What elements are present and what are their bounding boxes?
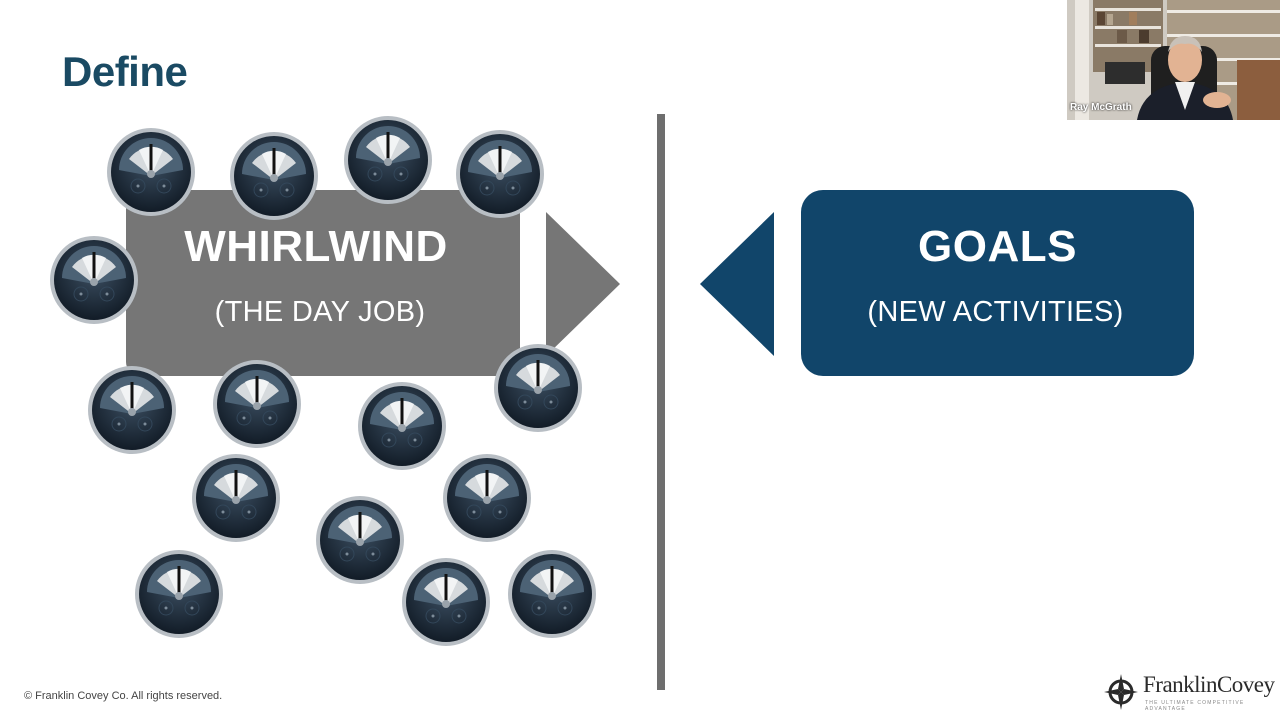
stopwatch-gauge-icon: [492, 342, 584, 434]
stopwatch-gauge-icon: [228, 130, 320, 222]
participant-video-tile[interactable]: Ray McGrath: [1067, 0, 1280, 120]
stopwatch-gauge-icon: [105, 126, 197, 218]
goals-arrow-left: [700, 212, 774, 356]
stopwatch-gauge-icon: [356, 380, 448, 472]
stopwatch-gauge-icon: [86, 364, 178, 456]
stopwatch-gauge-icon: [441, 452, 533, 544]
stopwatch-gauge-icon: [190, 452, 282, 544]
slide-title: Define: [62, 48, 188, 95]
stopwatch-gauge-icon: [314, 494, 406, 586]
stopwatch-gauge-icon: [400, 556, 492, 648]
stopwatch-gauge-icon: [506, 548, 598, 640]
goals-title: GOALS: [918, 222, 1077, 271]
center-divider: [657, 114, 665, 690]
franklincovey-logo: FranklinCovey THE ULTIMATE COMPETITIVE A…: [1103, 668, 1275, 714]
whirlwind-box: WHIRLWIND (THE DAY JOB): [126, 190, 520, 376]
whirlwind-arrow-right: [546, 212, 620, 356]
logo-tagline: THE ULTIMATE COMPETITIVE ADVANTAGE: [1145, 700, 1245, 712]
stopwatch-gauge-icon: [133, 548, 225, 640]
webcam-feed: [1067, 0, 1280, 120]
whirlwind-title: WHIRLWIND: [184, 222, 448, 271]
stopwatch-gauge-icon: [342, 114, 434, 206]
whirlwind-subtitle: (THE DAY JOB): [214, 296, 426, 328]
logo-wordmark: FranklinCovey: [1143, 672, 1275, 697]
copyright-footer: © Franklin Covey Co. All rights reserved…: [24, 690, 223, 702]
goals-box: GOALS (NEW ACTIVITIES): [801, 190, 1194, 376]
compass-icon: [1104, 674, 1138, 710]
participant-name: Ray McGrath: [1070, 102, 1132, 113]
stopwatch-gauge-icon: [211, 358, 303, 450]
goals-subtitle: (NEW ACTIVITIES): [867, 296, 1124, 328]
stopwatch-gauge-icon: [454, 128, 546, 220]
stopwatch-gauge-icon: [48, 234, 140, 326]
